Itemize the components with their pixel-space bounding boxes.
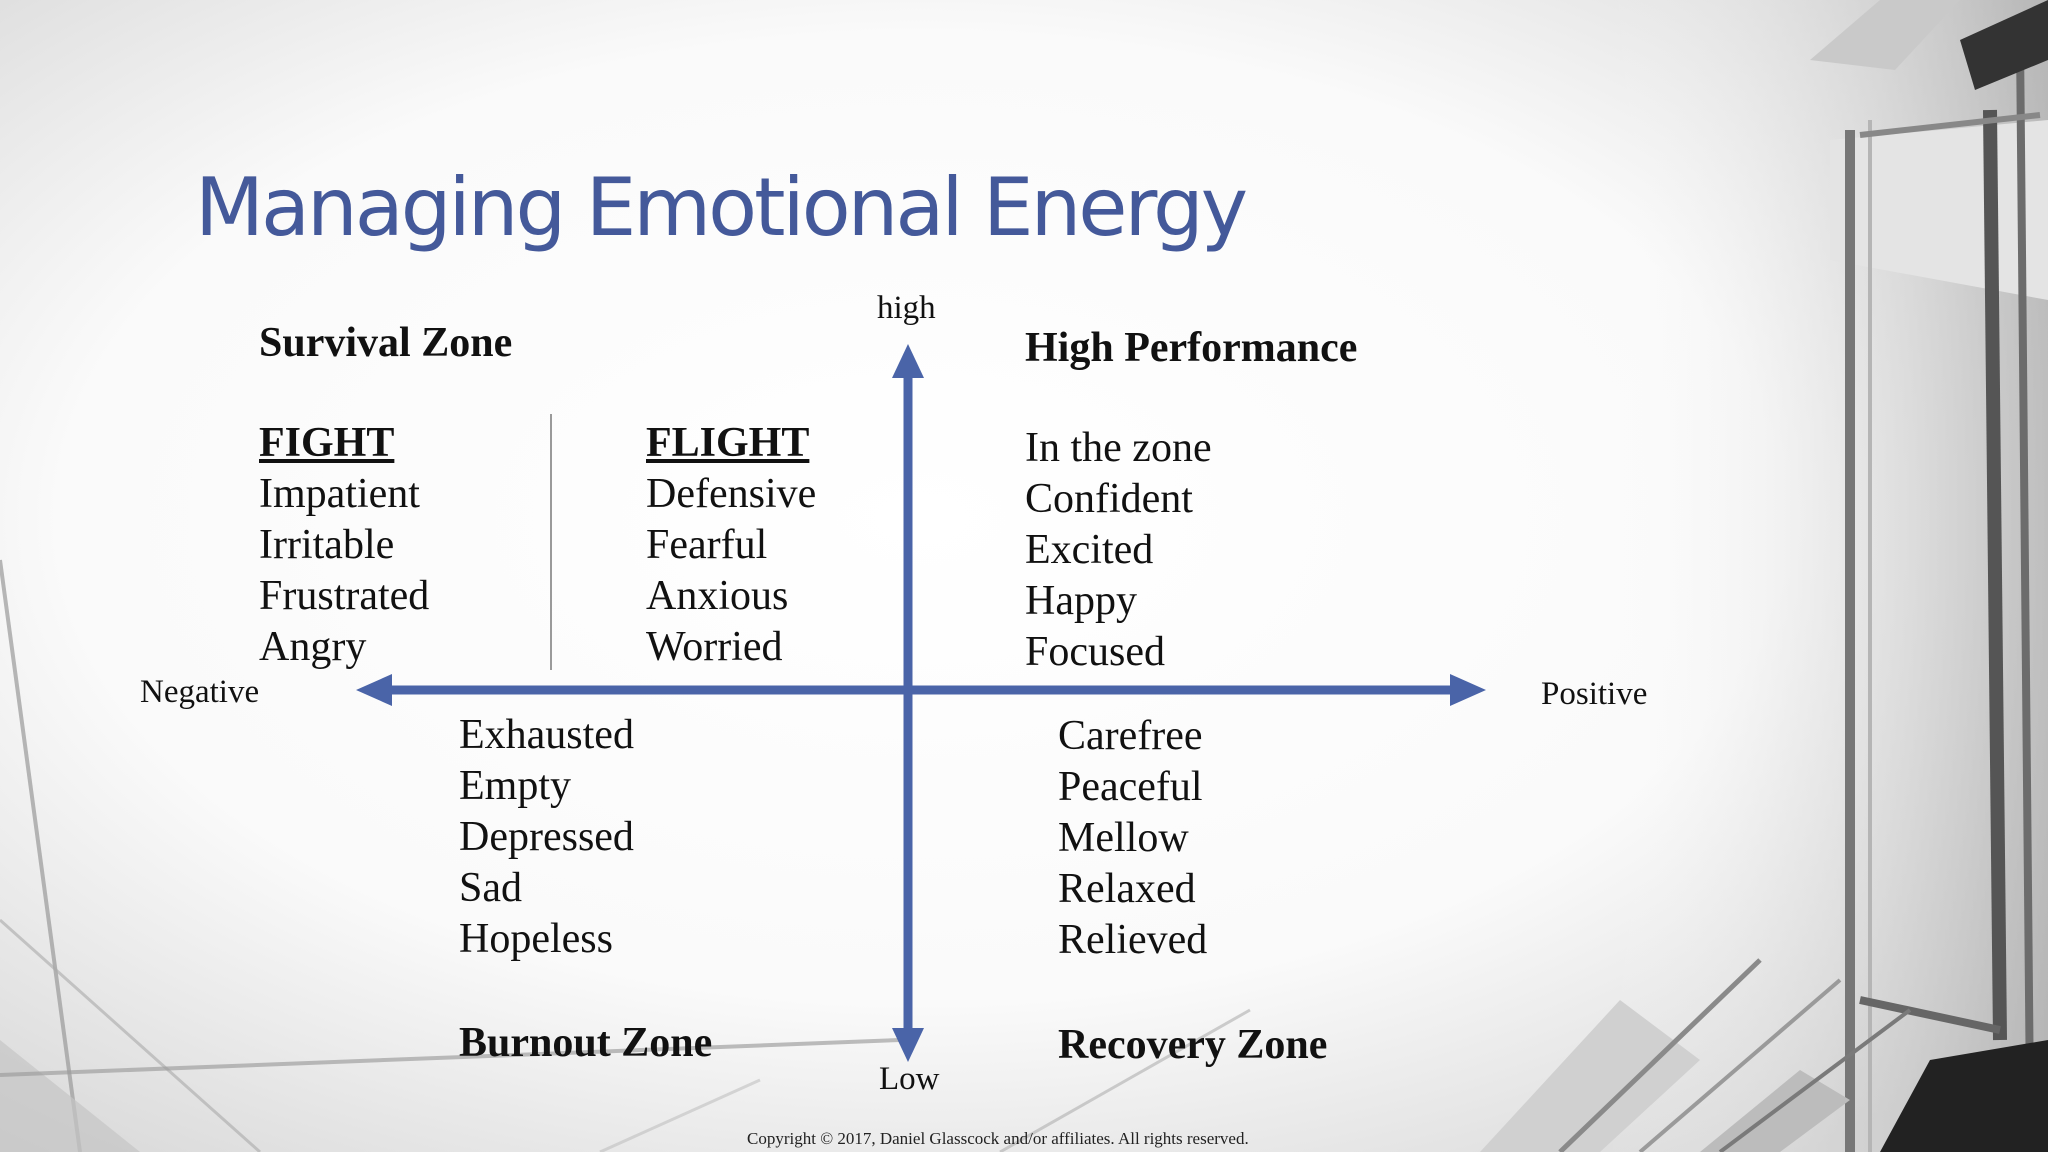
axis-label-high: high (877, 290, 936, 326)
fight-list: FIGHT Impatient Irritable Frustrated Ang… (259, 418, 429, 673)
flight-list: FLIGHT Defensive Fearful Anxious Worried (646, 418, 816, 673)
list-item: Happy (1025, 578, 1137, 624)
list-item: Focused (1025, 629, 1165, 675)
fight-heading: FIGHT (259, 420, 395, 466)
recovery-zone-title: Recovery Zone (1058, 1022, 1328, 1068)
list-item: In the zone (1025, 425, 1212, 471)
axis-label-positive: Positive (1541, 676, 1648, 712)
high-performance-list: In the zone Confident Excited Happy Focu… (1025, 423, 1212, 678)
survival-zone-title: Survival Zone (259, 320, 513, 366)
burnout-list: Exhausted Empty Depressed Sad Hopeless (459, 710, 634, 965)
list-item: Carefree (1058, 713, 1203, 759)
copyright-notice: Copyright © 2017, Daniel Glasscock and/o… (747, 1129, 1249, 1148)
recovery-list: Carefree Peaceful Mellow Relaxed Relieve… (1058, 711, 1207, 966)
list-item: Exhausted (459, 712, 634, 758)
list-item: Worried (646, 624, 783, 670)
high-performance-title: High Performance (1025, 325, 1358, 371)
list-item: Relieved (1058, 917, 1208, 963)
left-arrowhead (356, 674, 392, 706)
list-item: Angry (259, 624, 367, 670)
flight-heading: FLIGHT (646, 420, 810, 466)
list-item: Hopeless (459, 916, 613, 962)
right-arrowhead (1450, 674, 1486, 706)
list-item: Depressed (459, 814, 634, 860)
list-item: Empty (459, 763, 571, 809)
list-item: Anxious (646, 573, 789, 619)
up-arrowhead (892, 344, 924, 378)
list-item: Fearful (646, 522, 768, 568)
list-item: Confident (1025, 476, 1193, 522)
down-arrowhead (892, 1028, 924, 1062)
axis-label-low: Low (879, 1061, 940, 1097)
list-item: Frustrated (259, 573, 430, 619)
burnout-zone-title: Burnout Zone (459, 1020, 713, 1066)
list-item: Peaceful (1058, 764, 1203, 810)
list-item: Excited (1025, 527, 1154, 573)
axis-label-negative: Negative (140, 674, 260, 710)
list-item: Impatient (259, 471, 420, 517)
list-item: Sad (459, 865, 522, 911)
slide-title: Managing Emotional Energy (195, 161, 1248, 254)
list-item: Mellow (1058, 815, 1189, 861)
list-item: Defensive (646, 471, 817, 517)
list-item: Relaxed (1058, 866, 1196, 912)
fight-flight-divider (550, 414, 552, 670)
list-item: Irritable (259, 522, 395, 568)
